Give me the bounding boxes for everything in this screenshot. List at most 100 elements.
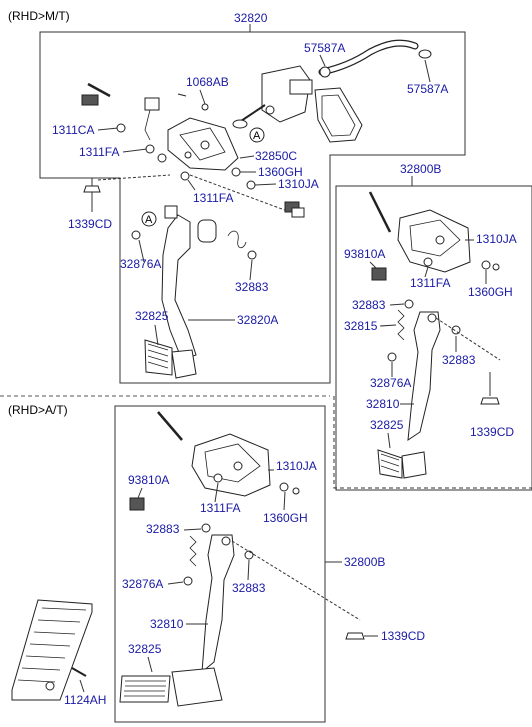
label-1360gh: 1360GH <box>258 165 303 179</box>
label-32883: 32883 <box>235 280 269 294</box>
wire-icon <box>144 109 151 141</box>
pedal-pivot <box>427 313 437 323</box>
centerline <box>435 317 501 361</box>
label-1339cd: 1339CD <box>381 629 425 643</box>
bushing-icon <box>197 219 217 243</box>
leader-1311fa <box>424 266 429 278</box>
bolt-icon <box>45 681 55 691</box>
at-brake-pedal-arm <box>201 534 235 674</box>
stopper-icon <box>201 523 211 533</box>
hose-clamp-icon <box>418 49 432 59</box>
label-32876a: 32876A <box>120 257 161 271</box>
at-brake-bracket <box>191 433 271 497</box>
pedal-pad <box>144 339 173 376</box>
label-1311fa: 1311FA <box>193 191 233 205</box>
nut-icon <box>492 263 500 271</box>
callout-a-text: A <box>253 130 261 142</box>
label-32820a: 32820A <box>237 313 278 327</box>
clevis-icon <box>232 119 248 129</box>
hose-clamp-icon <box>319 66 331 78</box>
clip-icon <box>201 103 209 111</box>
label-1339cd: 1339CD <box>68 217 112 231</box>
leader-32825 <box>387 432 391 449</box>
stud-bolt-icon <box>87 82 111 98</box>
leader-32850c <box>239 155 255 159</box>
label-32883: 32883 <box>352 298 386 312</box>
pedal-pivot <box>221 536 231 546</box>
bolt-icon <box>71 667 87 677</box>
leader-32825 <box>154 324 159 346</box>
nut-icon <box>145 144 155 154</box>
switch-icon <box>291 207 305 218</box>
label-1360gh: 1360GH <box>468 285 513 299</box>
label-32883: 32883 <box>232 581 266 595</box>
label-32883: 32883 <box>442 353 476 367</box>
label-1311fa: 1311FA <box>200 501 240 515</box>
label-32850c: 32850C <box>255 149 297 163</box>
pedal-pad-grip <box>380 453 400 473</box>
pedal-pivot <box>164 205 178 219</box>
nut-icon <box>345 632 365 640</box>
connector-icon <box>81 94 99 106</box>
leader-1068ab <box>199 89 206 105</box>
leader-1124ah <box>79 679 85 693</box>
leader-1311fa <box>214 482 219 503</box>
nut-icon <box>246 180 256 190</box>
label-1068ab: 1068AB <box>186 75 229 89</box>
brake-pedal-subframe <box>335 185 532 491</box>
leader-93810a <box>369 261 377 269</box>
leader-1311ca <box>97 127 119 131</box>
brake-pedal-bracket <box>397 209 471 273</box>
switch-icon <box>144 97 160 111</box>
label-32800b: 32800B <box>344 555 385 569</box>
callout-a-text: A <box>145 214 153 226</box>
mt-section-title: (RHD>M/T) <box>8 9 70 23</box>
label-32810: 32810 <box>150 617 184 631</box>
bracket-hole <box>184 151 192 159</box>
stud-bolt-icon <box>368 191 392 233</box>
label-93810a: 93810A <box>344 247 385 261</box>
label-93810a: 93810A <box>128 473 169 487</box>
bracket-detail <box>204 443 261 483</box>
leader-32876a <box>167 581 184 585</box>
leader-32815 <box>379 324 397 327</box>
pedal-pad-grip <box>124 680 166 697</box>
centerline <box>97 174 171 181</box>
leader-1360gh <box>283 491 286 511</box>
bracket-detail <box>179 127 226 161</box>
stop-lamp-switch-icon <box>371 267 387 281</box>
label-32876a: 32876A <box>370 376 411 390</box>
at-section-title: (RHD>A/T) <box>8 403 68 417</box>
at-pedal-pad <box>119 675 171 703</box>
stopper-icon <box>244 550 254 560</box>
nut-icon <box>157 153 167 163</box>
centerline <box>231 540 361 621</box>
nut-icon <box>180 171 190 181</box>
washer-icon <box>279 482 289 492</box>
centerline <box>189 174 291 213</box>
nut-icon <box>116 123 126 133</box>
nut-icon <box>83 185 101 193</box>
bolt-icon <box>265 105 275 115</box>
nut-icon <box>480 397 500 405</box>
label-1310ja: 1310JA <box>276 459 317 473</box>
leader-1311fa <box>187 179 196 191</box>
pedal-pad-grip <box>147 343 169 369</box>
clip-icon <box>131 230 141 240</box>
leader-32876a <box>138 239 145 263</box>
stopper-icon <box>404 299 414 309</box>
leader-32883 <box>247 559 250 581</box>
label-57587a: 57587A <box>304 41 345 55</box>
label-32825: 32825 <box>128 642 162 656</box>
clip-icon <box>387 352 397 362</box>
clip-icon <box>183 576 193 586</box>
at-divider <box>333 396 532 489</box>
washer-icon <box>231 167 241 177</box>
label-1124ah: 1124AH <box>64 693 106 707</box>
pedal-plate <box>401 451 427 479</box>
leader-32883 <box>249 259 253 281</box>
leader-1310ja <box>254 183 277 186</box>
label-57587a: 57587A <box>407 82 448 96</box>
leader-93810a <box>137 487 143 499</box>
return-spring-icon <box>397 309 405 341</box>
